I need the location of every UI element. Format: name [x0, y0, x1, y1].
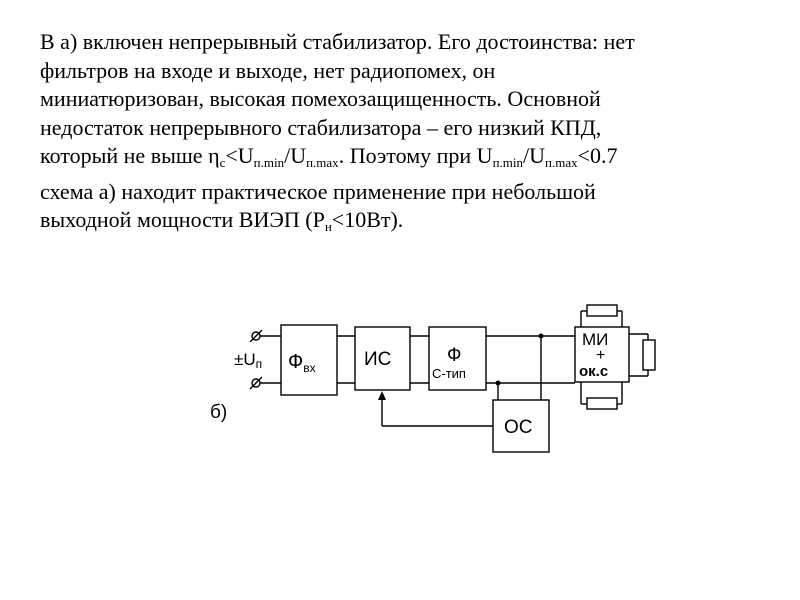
text-7a: выходной мощности ВИЭП (Р — [40, 207, 325, 232]
sub-5b: п.min — [253, 155, 285, 170]
resistor-top — [586, 304, 618, 317]
block-mi-line3: ок.с — [579, 363, 608, 380]
block-os-label: ОС — [504, 417, 533, 438]
block-fvx-label: Фвх — [288, 351, 316, 375]
figure-label: б) — [210, 402, 227, 423]
terminal-top-slash — [249, 329, 263, 343]
text-line-7: выходной мощности ВИЭП (Рн<10Вт). — [40, 206, 780, 242]
text-5e: /U — [523, 143, 545, 168]
text-line-6: схема а) находит практическое применение… — [40, 178, 596, 204]
block-f-main-label: Ф — [447, 345, 461, 366]
text-line-1: В а) включен непрерывный стабилизатор. Е… — [40, 29, 635, 54]
input-voltage-label: ±Uп — [234, 350, 262, 371]
block-is — [354, 326, 411, 391]
terminal-bottom-slash — [249, 376, 263, 390]
text-5c: /U — [284, 143, 307, 168]
resistor-bottom — [586, 397, 618, 410]
text-5d: . Поэтому при U — [338, 143, 493, 168]
junction-bottom — [495, 380, 501, 386]
text-line-5: который не выше ηс<Uп.min/Uп.max. Поэтом… — [40, 142, 780, 178]
sub-5d: п.min — [492, 155, 523, 170]
sub-5a: с — [219, 155, 226, 170]
sub-5c: п.max — [306, 155, 339, 170]
text-5b: <U — [225, 143, 254, 168]
block-mi-line2: + — [596, 347, 605, 364]
block-f-sub-label: С-тип — [432, 366, 466, 381]
sub-5e: п.max — [545, 155, 578, 170]
text-5a: который не выше η — [40, 143, 220, 168]
sub-7a: н — [324, 219, 332, 234]
load-resistor — [642, 339, 656, 371]
block-mi-line1: МИ — [582, 330, 608, 349]
text-line-2: фильтров на входе и выходе, нет радиопом… — [40, 57, 496, 83]
text-line-4: недостаток непрерывного стабилизатора – … — [40, 114, 602, 140]
paragraph: В а) включен непрерывный стабилизатор. Е… — [40, 28, 780, 242]
text-5f: <0.7 — [577, 143, 618, 168]
block-fvx — [280, 324, 338, 396]
feedback-arrow-icon — [378, 391, 386, 400]
block-is-label: ИС — [364, 349, 391, 370]
block-mi — [574, 326, 630, 383]
text-line-3: миниатюризован, высокая помехозащищеннос… — [40, 86, 601, 111]
block-f — [428, 326, 487, 391]
junction-top — [538, 333, 544, 339]
text-7b: <10Вт). — [331, 207, 404, 232]
